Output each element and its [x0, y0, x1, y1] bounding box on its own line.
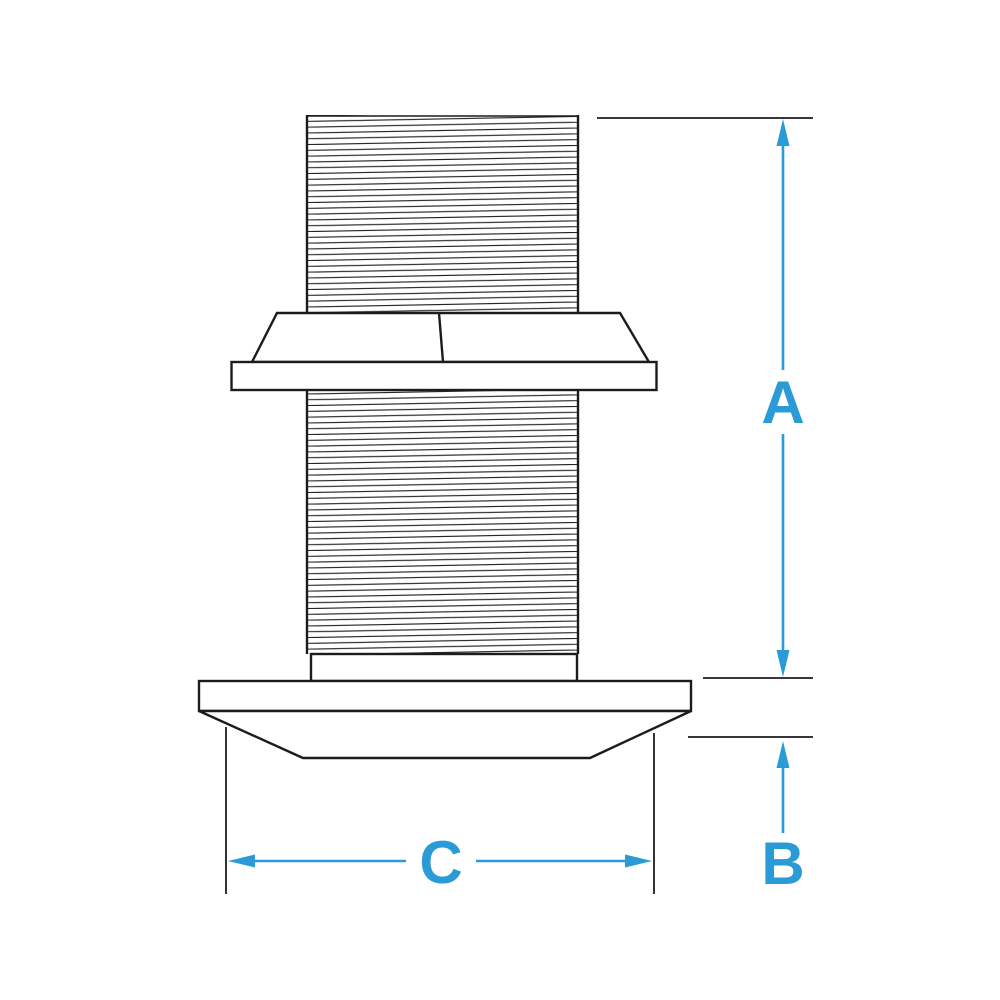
nut-washer-flange — [230, 360, 658, 392]
base-flange — [197, 679, 693, 760]
dimension-a-arrow-up-icon — [776, 119, 790, 146]
base-flange-chamfer — [198, 709, 692, 760]
dimension-c: C — [225, 727, 655, 896]
base-flange-rim — [197, 679, 693, 713]
dimension-c-label: C — [419, 829, 462, 896]
lower-threaded-stem — [305, 391, 580, 654]
dimension-b: B — [688, 736, 813, 897]
hex-nut-body — [250, 311, 652, 364]
hex-nut-facet-line — [437, 312, 445, 363]
dimension-a-label: A — [761, 369, 804, 436]
dimension-c-arrow-left-icon — [228, 854, 255, 868]
dimension-a-arrow-down-icon — [776, 650, 790, 677]
dimension-a: A — [597, 117, 813, 679]
upper-thread-hatching — [307, 115, 578, 313]
dimension-c-arrow-right-icon — [625, 854, 652, 868]
hex-nut — [250, 311, 652, 364]
upper-threaded-stem — [305, 115, 580, 313]
dimension-b-label: B — [761, 830, 804, 897]
lower-thread-hatching — [307, 391, 578, 654]
neck-collar — [309, 652, 579, 683]
dimension-b-arrow-up-icon — [776, 741, 790, 768]
